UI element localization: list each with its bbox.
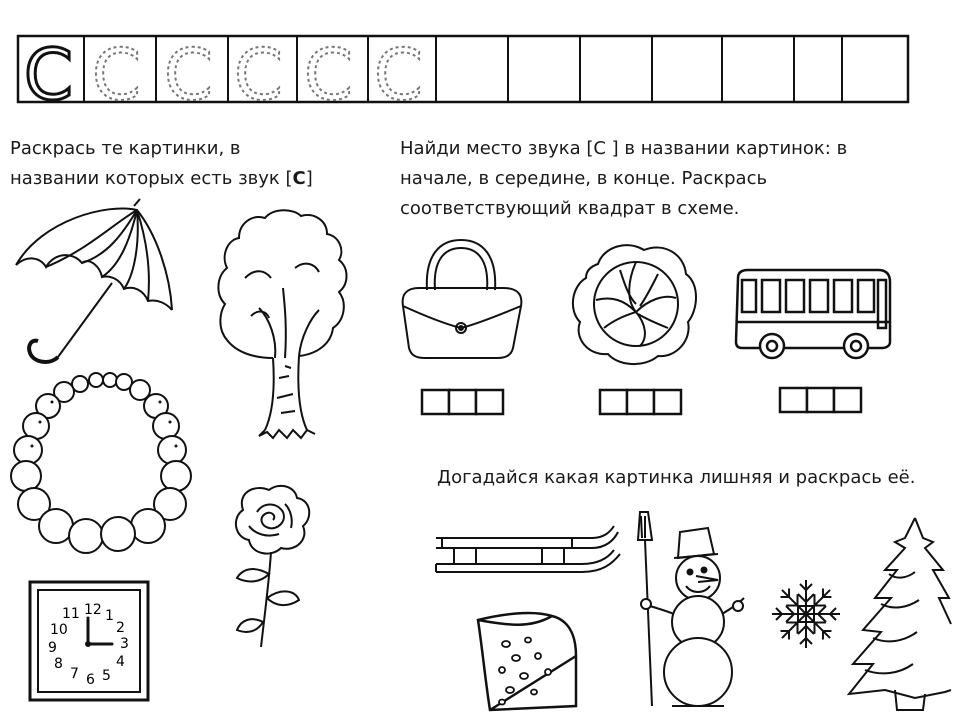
clock-number: 7 xyxy=(70,666,79,682)
scheme-square-start[interactable] xyxy=(420,388,451,416)
scheme-square-start[interactable] xyxy=(598,388,629,416)
clock-number: 2 xyxy=(116,620,125,636)
bus-icon[interactable] xyxy=(730,266,900,366)
tree-icon[interactable] xyxy=(215,208,355,440)
task1-line2-text: названии которых есть звук [ xyxy=(10,168,293,189)
sample-letter: С xyxy=(24,34,73,116)
sound-scheme-cabbage[interactable] xyxy=(598,388,688,418)
scheme-square-start[interactable] xyxy=(778,386,809,414)
scheme-square-middle[interactable] xyxy=(625,388,656,416)
task1-instruction: Раскрась те картинки, в названии которых… xyxy=(10,134,390,194)
scheme-square-middle[interactable] xyxy=(805,386,836,414)
cabbage-icon[interactable] xyxy=(568,240,708,370)
task3-instruction: Догадайся какая картинка лишняя и раскра… xyxy=(437,467,916,488)
task1-sound: С xyxy=(292,168,306,189)
letter-writing-row: С С С С С С xyxy=(16,33,910,118)
scheme-square-end[interactable] xyxy=(652,388,683,416)
snowman-icon[interactable] xyxy=(628,510,748,710)
sound-scheme-bus[interactable] xyxy=(778,386,868,416)
task2-line2: начале, в середине, в конце. Раскрась xyxy=(400,168,768,189)
task2-instruction: Найди место звука [С ] в названии картин… xyxy=(400,134,955,224)
clock-number: 1 xyxy=(105,608,114,624)
clock-number: 9 xyxy=(48,640,57,656)
umbrella-icon[interactable] xyxy=(12,198,192,365)
clock-number: 11 xyxy=(62,606,80,622)
task2-line3: соответствующий квадрат в схеме. xyxy=(400,198,740,219)
trace-letter: С xyxy=(234,34,283,116)
clock-number: 8 xyxy=(54,656,63,672)
scheme-square-end[interactable] xyxy=(832,386,863,414)
task2-line1: Найди место звука [С ] в названии картин… xyxy=(400,138,848,159)
task1-line2: названии которых есть звук [С] xyxy=(10,164,390,194)
snowflake-icon[interactable] xyxy=(766,574,846,654)
rose-icon[interactable] xyxy=(215,482,335,662)
trace-letter: С xyxy=(374,34,423,116)
clock-number: 3 xyxy=(120,636,129,652)
clock-number: 4 xyxy=(116,654,125,670)
task1-line2-end: ] xyxy=(305,168,313,189)
cheese-icon[interactable] xyxy=(472,606,582,716)
handbag-icon[interactable] xyxy=(395,236,535,366)
scheme-square-middle[interactable] xyxy=(447,388,478,416)
clock-number: 10 xyxy=(50,622,68,638)
task1-line1: Раскрась те картинки, в xyxy=(10,138,241,159)
trace-letter: С xyxy=(164,34,213,116)
sound-scheme-handbag[interactable] xyxy=(420,388,510,418)
clock-number: 5 xyxy=(102,668,111,684)
trace-letter: С xyxy=(304,34,353,116)
scheme-square-end[interactable] xyxy=(474,388,505,416)
fir-tree-icon[interactable] xyxy=(845,514,955,714)
clock-number: 6 xyxy=(86,672,95,688)
trace-letter: С xyxy=(92,34,141,116)
clock-icon[interactable]: 12 1 2 3 4 5 6 7 8 9 10 11 xyxy=(26,578,156,708)
clock-number: 12 xyxy=(84,602,102,618)
sled-icon[interactable] xyxy=(432,524,632,594)
beads-icon[interactable] xyxy=(10,370,192,560)
